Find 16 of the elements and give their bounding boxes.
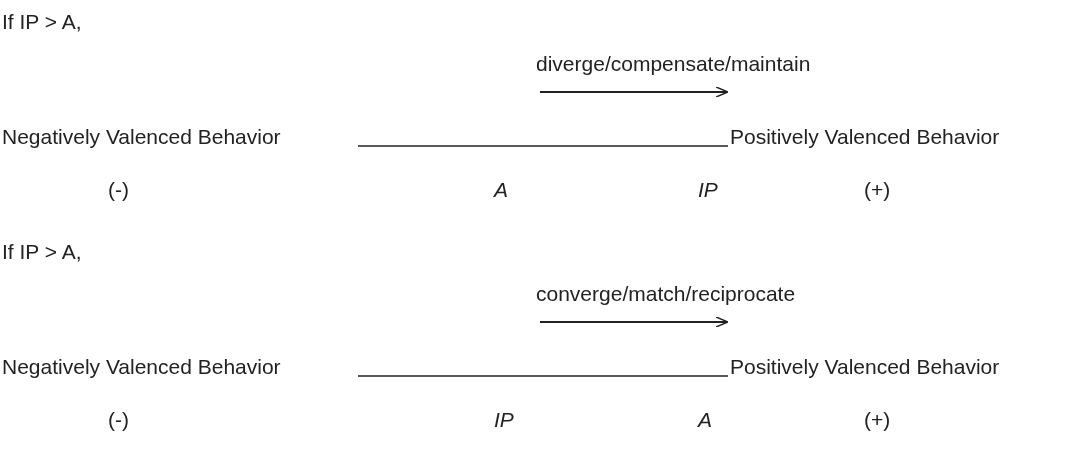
condition-text: If IP > A, — [2, 10, 82, 34]
scale-point-label: A — [698, 408, 712, 432]
scale-end-label: Positively Valenced Behavior — [730, 125, 1000, 149]
scale-end-label: Negatively Valenced Behavior — [2, 355, 281, 379]
direction-label: converge/match/reciprocate — [536, 282, 796, 306]
scale-point-label: IP — [494, 408, 514, 432]
direction-label: diverge/compensate/maintain — [536, 52, 811, 76]
sign-label: (+) — [864, 178, 891, 202]
scale-point-label: A — [494, 178, 508, 202]
scale-point-label: IP — [698, 178, 718, 202]
sign-label: (-) — [108, 178, 129, 202]
scale-end-label: Positively Valenced Behavior — [730, 355, 1000, 379]
condition-text: If IP > A, — [2, 240, 82, 264]
scale-end-label: Negatively Valenced Behavior — [2, 125, 281, 149]
sign-label: (-) — [108, 408, 129, 432]
sign-label: (+) — [864, 408, 891, 432]
